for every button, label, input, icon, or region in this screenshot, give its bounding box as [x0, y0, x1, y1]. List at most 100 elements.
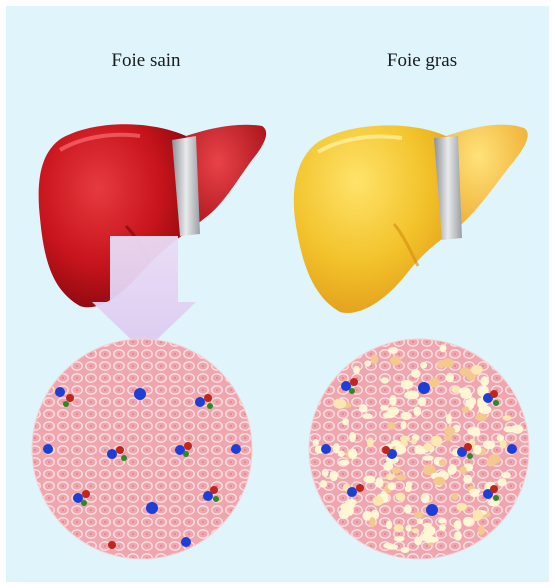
fat-droplet — [475, 413, 487, 421]
fat-droplet — [388, 347, 398, 354]
fat-droplet — [383, 412, 396, 418]
fat-droplet — [478, 525, 485, 535]
fat-droplet — [373, 496, 384, 506]
fat-droplet — [320, 480, 327, 488]
fat-droplet — [421, 493, 430, 503]
fat-droplet — [348, 448, 357, 459]
fat-droplet — [330, 471, 338, 482]
fat-droplet — [467, 427, 479, 436]
fat-droplet — [433, 477, 445, 486]
fat-droplet — [422, 455, 434, 460]
fat-droplet — [487, 458, 496, 466]
fat-droplet — [383, 462, 393, 471]
fat-droplet — [503, 415, 512, 421]
fat-droplet — [391, 440, 400, 446]
fat-droplet — [413, 407, 421, 417]
fat-droplet — [339, 460, 350, 466]
fat-droplet — [418, 397, 426, 406]
fat-droplet — [471, 365, 483, 375]
fat-droplet — [371, 354, 378, 364]
fat-droplet — [439, 459, 446, 466]
fat-droplet — [396, 493, 406, 501]
fat-droplet — [411, 439, 417, 445]
fat-droplet — [444, 435, 452, 440]
fat-droplet — [460, 466, 467, 474]
fat-droplet — [446, 414, 452, 424]
fat-droplet — [333, 398, 346, 408]
fat-droplet — [369, 517, 375, 527]
fat-droplet — [349, 432, 356, 442]
fat-droplet — [353, 366, 360, 375]
fat-droplet — [460, 391, 472, 399]
fat-droplet — [364, 360, 371, 366]
fat-droplet — [439, 524, 446, 531]
fat-droplet — [424, 443, 433, 451]
fat-droplet — [405, 485, 412, 492]
fat-droplet — [406, 525, 412, 531]
fat-droplet — [411, 369, 421, 378]
fat-droplet — [462, 406, 470, 412]
fat-droplet — [389, 395, 396, 406]
healthy-tissue-circle — [32, 339, 252, 559]
fat-droplet — [469, 489, 480, 494]
fat-droplet — [498, 478, 507, 486]
fat-droplet — [364, 476, 376, 484]
fat-droplet — [440, 344, 447, 352]
healthy-liver-label: Foie sain — [56, 50, 236, 72]
fat-droplet — [417, 518, 423, 524]
fat-droplet — [451, 386, 460, 393]
fat-droplet — [414, 445, 423, 454]
fat-droplet — [463, 517, 474, 526]
fat-droplet — [347, 506, 354, 516]
fat-droplet — [390, 356, 401, 365]
fat-droplet — [431, 436, 443, 447]
fat-droplet — [394, 524, 404, 532]
fat-droplet — [381, 377, 389, 383]
fat-droplet — [391, 467, 401, 473]
fat-droplet — [454, 520, 462, 530]
fat-droplet — [342, 418, 349, 425]
fat-droplet — [454, 531, 462, 540]
fat-droplet — [419, 534, 429, 541]
fat-droplet — [396, 474, 407, 480]
fat-droplet — [388, 422, 396, 430]
fat-droplet — [396, 445, 406, 454]
fatty-liver-label: Foie gras — [332, 50, 512, 72]
fat-droplet — [448, 466, 454, 475]
fat-droplet — [404, 504, 412, 513]
fat-droplet — [387, 544, 398, 550]
fat-droplet — [380, 405, 389, 410]
fat-droplet — [388, 482, 396, 490]
fat-droplet — [322, 469, 329, 477]
fat-droplet — [483, 441, 495, 450]
fat-droplet — [333, 443, 340, 453]
fat-droplet — [367, 437, 374, 447]
fat-droplet — [400, 436, 410, 442]
fat-droplet — [429, 378, 440, 388]
fat-droplet — [401, 421, 407, 429]
fat-droplet — [465, 399, 471, 405]
fat-droplet — [412, 528, 419, 533]
fat-droplet — [313, 439, 319, 447]
fat-droplet — [404, 391, 417, 399]
fat-droplet — [438, 518, 446, 523]
fat-droplet — [401, 412, 412, 420]
fat-droplet — [401, 380, 413, 389]
fat-droplet — [504, 426, 517, 432]
fat-droplet — [362, 413, 372, 419]
fat-droplet — [463, 475, 472, 484]
fat-droplet — [460, 367, 471, 376]
fat-droplet — [502, 472, 511, 478]
fat-droplet — [394, 536, 405, 541]
fat-droplet — [386, 521, 392, 530]
fat-droplet — [414, 511, 424, 518]
fat-droplet — [480, 376, 489, 386]
fat-droplet — [496, 435, 504, 441]
fat-droplet — [420, 362, 427, 368]
fat-droplet — [446, 373, 454, 383]
fat-droplet — [359, 404, 368, 412]
fat-droplet — [444, 427, 455, 436]
fat-droplet — [375, 477, 383, 488]
fatty-tissue-circle — [309, 339, 529, 559]
